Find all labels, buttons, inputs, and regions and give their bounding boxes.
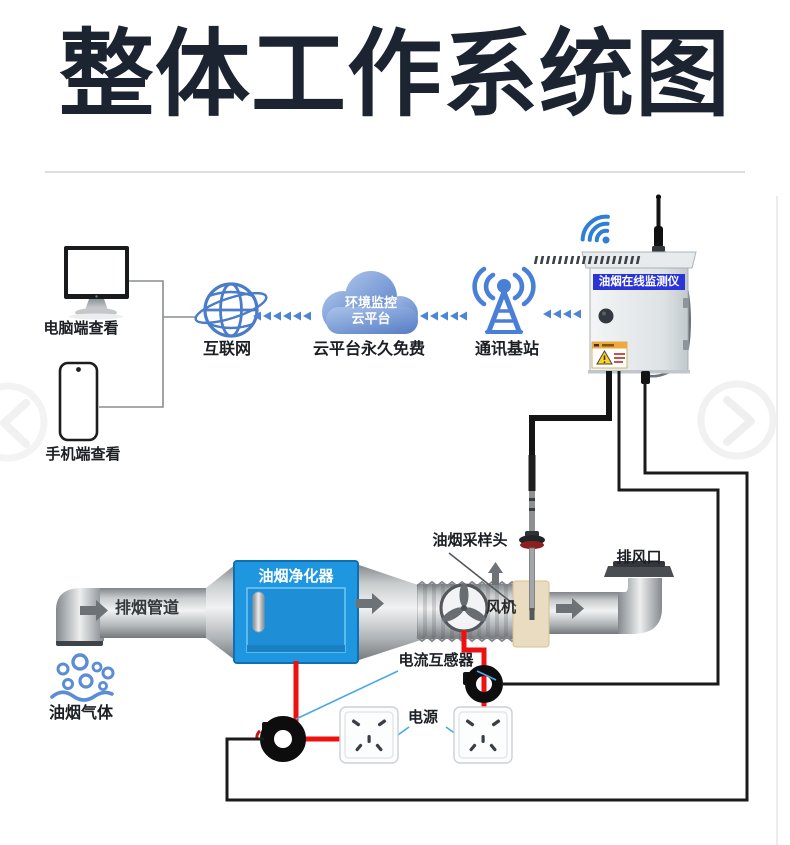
antenna-icon	[652, 194, 665, 253]
device-knob[interactable]	[598, 308, 614, 324]
internet-label: 互联网	[202, 341, 251, 358]
power-socket-icon	[453, 706, 513, 764]
base-station-label: 通讯基站	[474, 341, 539, 358]
exhaust-pipe-label: 排烟管道	[114, 600, 179, 617]
cable-connector	[641, 371, 650, 384]
vent-slots	[533, 256, 641, 264]
device-banner-label: 油烟在线监测仪	[598, 276, 680, 288]
wifi-signal-icon	[580, 214, 610, 244]
fan-label: 风机	[485, 599, 516, 616]
air-outlet-label: 排风口	[616, 549, 662, 566]
phone-viewer-label: 手机端查看	[45, 446, 121, 463]
cloud-text-line1: 环境监控	[344, 295, 397, 310]
cloud-text-line2: 云平台	[351, 311, 391, 326]
air-outlet-cap	[604, 561, 674, 577]
fume-gas-label: 油烟气体	[48, 705, 113, 722]
sampling-pointer-line	[448, 552, 517, 607]
current-transformer-label: 电流互感器	[398, 652, 474, 669]
page-title: 整体工作系统图	[58, 22, 731, 128]
duct-outlet-section	[544, 592, 620, 634]
duct-system	[56, 560, 674, 664]
signal-tower-icon	[472, 266, 536, 334]
duct-right-elbow	[618, 578, 662, 634]
desktop-monitor-icon	[64, 246, 129, 320]
fume-monitor-device	[533, 194, 697, 384]
fume-bubbles-icon	[50, 653, 115, 702]
sampling-probe	[519, 371, 612, 620]
fan-blades-icon	[439, 583, 489, 633]
smartphone-icon	[58, 361, 99, 442]
viewer-connector-lines	[99, 280, 197, 408]
sampling-head-label: 油烟采样头	[432, 532, 508, 549]
cloud-caption: 云平台永久免费	[312, 341, 425, 358]
device-banner	[593, 274, 685, 290]
duct-inlet-section	[100, 588, 206, 638]
purifier-label: 油烟净化器	[258, 568, 334, 585]
black-signal-wires	[225, 371, 749, 802]
flow-arrows	[80, 562, 584, 621]
current-transformer-ring-icon	[255, 716, 306, 762]
warning-triangle-icon	[591, 341, 628, 369]
computer-viewer-label: 电脑端查看	[43, 320, 119, 337]
current-transformer-ring-icon	[463, 665, 503, 703]
title-divider	[45, 171, 745, 173]
power-socket-icon	[339, 706, 399, 764]
internet-globe-icon	[194, 282, 268, 338]
power-label: 电源	[407, 709, 438, 726]
carousel-next-icon[interactable]	[697, 380, 777, 460]
carousel-prev-icon[interactable]	[0, 382, 48, 462]
cloud-platform-icon	[322, 271, 418, 334]
fume-purifier-unit	[233, 560, 359, 664]
